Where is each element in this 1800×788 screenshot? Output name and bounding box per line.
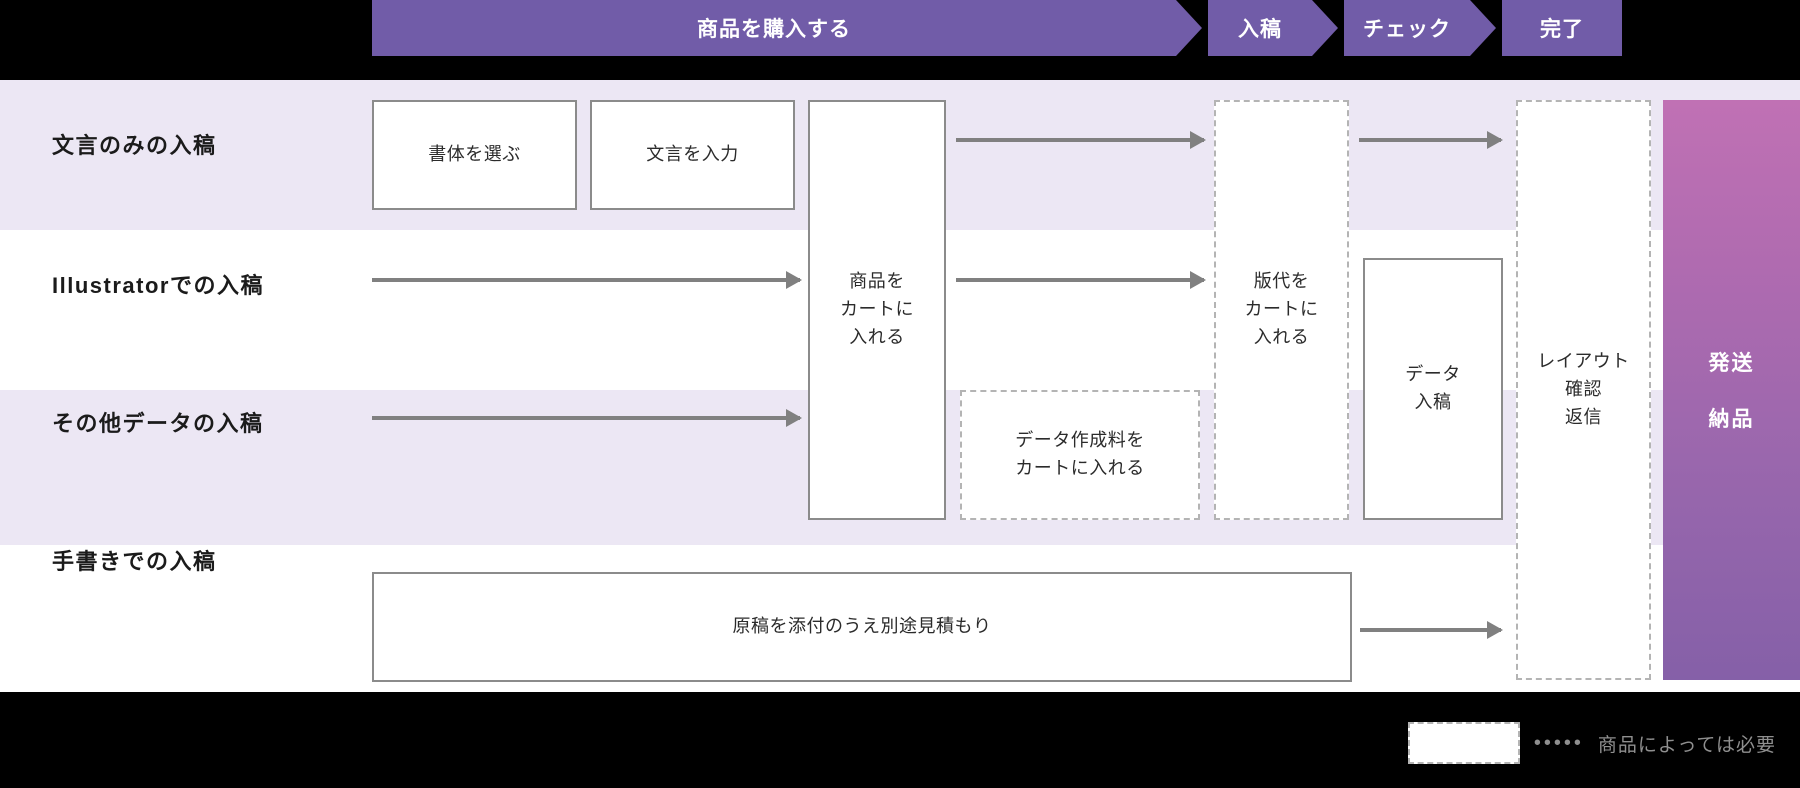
diagram-body: 文言のみの入稿 Illustratorでの入稿 その他データの入稿 手書きでの入…	[0, 80, 1800, 692]
box-shipping-line1: 発送	[1708, 352, 1755, 375]
box-data-submission[interactable]: データ 入稿	[1363, 258, 1503, 520]
step-purchase-label: 商品を購入する	[697, 18, 851, 41]
arrow-illustrator-to-cart	[372, 271, 802, 289]
arrow-plate-to-layout	[1359, 131, 1503, 149]
box-plate-fee-cart-line1: 版代を	[1253, 271, 1310, 292]
box-handwritten-quote-label: 原稿を添付のうえ別途見積もり	[732, 616, 992, 637]
box-data-creation-fee-line1: データ作成料を	[1015, 430, 1145, 451]
box-layout-confirmation[interactable]: レイアウト 確認 返信	[1516, 100, 1651, 680]
box-layout-confirmation-line2: 確認	[1565, 379, 1602, 400]
row-label-text-only: 文言のみの入稿	[52, 133, 217, 158]
box-select-font[interactable]: 書体を選ぶ	[372, 100, 577, 210]
box-data-submission-line2: 入稿	[1414, 392, 1452, 412]
legend-inner: ••••• 商品によっては必要	[1407, 722, 1776, 764]
step-purchase[interactable]: 商品を購入する	[372, 0, 1202, 56]
step-submit-label: 入稿	[1238, 18, 1282, 41]
box-add-to-cart-line2: カートに	[840, 299, 914, 320]
box-layout-confirmation-line1: レイアウト	[1537, 351, 1630, 372]
arrow-handwritten-to-layout	[1360, 621, 1503, 639]
box-plate-fee-cart-line2: カートに	[1244, 299, 1319, 320]
legend-dashed-swatch	[1407, 722, 1520, 764]
row-label-other-data: その他データの入稿	[52, 411, 264, 436]
step-complete-label: 完了	[1540, 18, 1584, 41]
box-plate-fee-cart-text: 版代を カートに 入れる	[1245, 268, 1319, 352]
row-label-illustrator: Illustratorでの入稿	[52, 273, 264, 298]
step-complete[interactable]: 完了	[1502, 0, 1622, 56]
step-check-label: チェック	[1363, 18, 1451, 41]
legend-text: 商品によっては必要	[1597, 734, 1776, 756]
legend-dots: •••••	[1533, 731, 1584, 754]
box-plate-fee-cart-line3: 入れる	[1253, 326, 1310, 347]
box-enter-text-label: 文言を入力	[646, 144, 739, 165]
box-shipping-line2: 納品	[1708, 408, 1755, 431]
box-data-submission-line1: データ	[1405, 364, 1461, 385]
box-data-submission-text: データ 入稿	[1405, 361, 1461, 417]
box-add-to-cart-text: 商品を カートに 入れる	[840, 268, 914, 352]
box-add-to-cart[interactable]: 商品を カートに 入れる	[808, 100, 946, 520]
process-step-header: 商品を購入する 入稿 チェック 完了	[0, 0, 1800, 56]
box-enter-text[interactable]: 文言を入力	[590, 100, 795, 210]
arrow-cart-to-plate	[956, 271, 1206, 289]
box-layout-confirmation-text: レイアウト 確認 返信	[1537, 348, 1630, 432]
arrow-text-only-to-plate	[956, 131, 1206, 149]
box-layout-confirmation-line3: 返信	[1565, 406, 1602, 427]
box-select-font-label: 書体を選ぶ	[428, 144, 521, 165]
box-data-creation-fee-text: データ作成料を カートに入れる	[1015, 427, 1145, 483]
arrow-other-data-to-cart	[372, 409, 802, 427]
box-plate-fee-cart[interactable]: 版代を カートに 入れる	[1214, 100, 1349, 520]
step-submit[interactable]: 入稿	[1208, 0, 1338, 56]
step-check[interactable]: チェック	[1344, 0, 1496, 56]
box-shipping-delivery[interactable]: 発送 納品	[1663, 100, 1800, 680]
box-add-to-cart-line1: 商品を	[849, 271, 905, 292]
box-data-creation-fee-line2: カートに入れる	[1015, 458, 1145, 478]
box-data-creation-fee[interactable]: データ作成料を カートに入れる	[960, 390, 1200, 520]
box-add-to-cart-line3: 入れる	[849, 326, 905, 347]
row-label-handwritten: 手書きでの入稿	[52, 549, 217, 574]
legend: ••••• 商品によっては必要	[0, 692, 1800, 788]
box-handwritten-quote[interactable]: 原稿を添付のうえ別途見積もり	[372, 572, 1352, 682]
